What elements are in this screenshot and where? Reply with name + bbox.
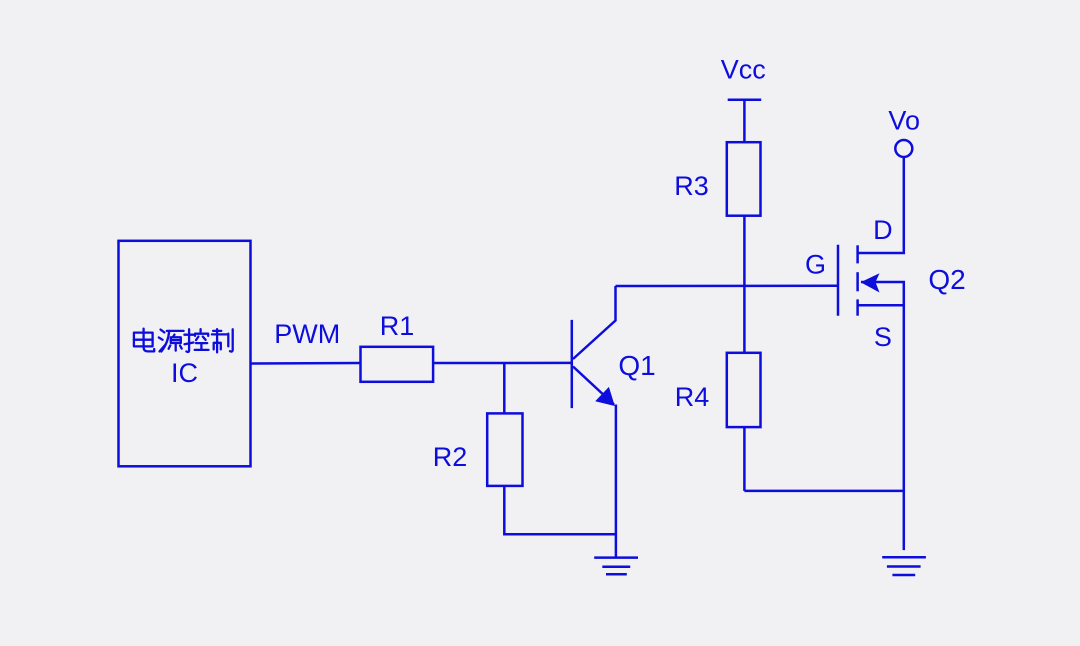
svg-text:Q2: Q2	[928, 264, 965, 295]
svg-text:PWM: PWM	[274, 319, 340, 349]
svg-text:Vcc: Vcc	[721, 55, 766, 85]
svg-text:R2: R2	[433, 442, 468, 472]
svg-text:Q1: Q1	[618, 350, 655, 381]
svg-text:G: G	[805, 250, 826, 280]
svg-text:Vo: Vo	[888, 106, 920, 136]
svg-text:R1: R1	[380, 311, 415, 341]
svg-text:R3: R3	[674, 171, 709, 201]
svg-text:R4: R4	[675, 382, 710, 412]
svg-text:D: D	[873, 215, 893, 245]
svg-text:S: S	[874, 322, 892, 352]
svg-text:IC: IC	[171, 358, 198, 388]
